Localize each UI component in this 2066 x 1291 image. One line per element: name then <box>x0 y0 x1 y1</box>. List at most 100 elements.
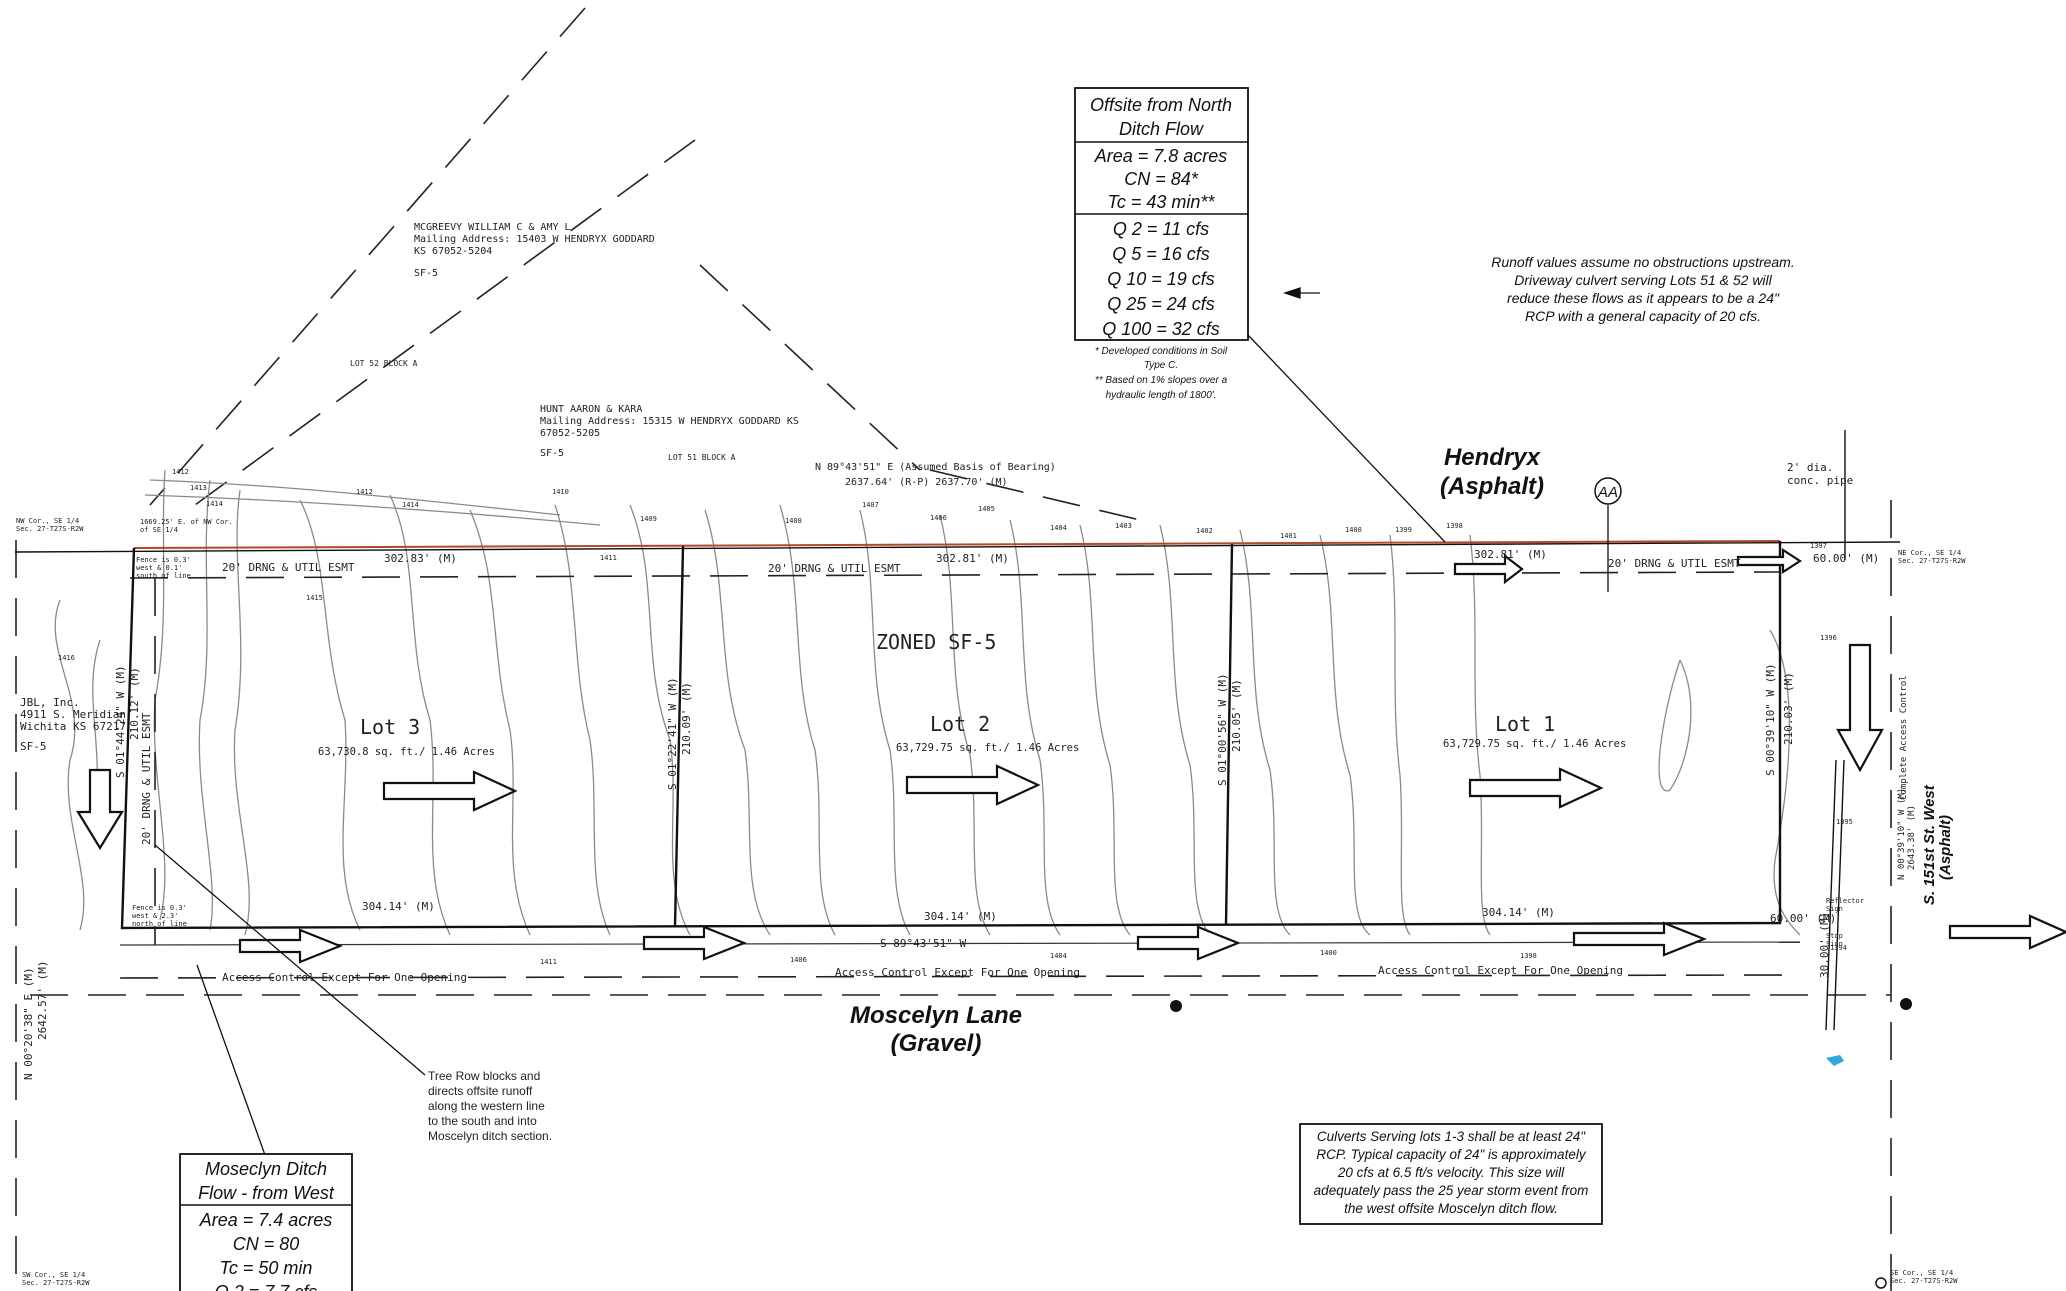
fence-notes-south-2: north of line <box>132 920 187 928</box>
flow-arrow-east-down <box>1836 643 1884 773</box>
lot-1-name: Lot 1 <box>1495 712 1555 736</box>
culvert-note-3: adequately pass the 25 year storm event … <box>1314 1183 1589 1198</box>
lot-3: Lot 3 63,730.8 sq. ft./ 1.46 Acres <box>318 715 495 758</box>
north-flow-note-3: ** Based on 1% slopes over a <box>1095 375 1228 386</box>
north-flow-title-2: Ditch Flow <box>1119 119 1204 139</box>
corners-ne-1: Sec. 27-T27S-R2W <box>1898 557 1966 565</box>
owner-jbl: JBL, Inc. 4911 S. Meridian Wichita KS 67… <box>20 696 126 753</box>
corners-se-1: Sec. 27-T27S-R2W <box>1890 1277 1958 1285</box>
north-flow-area: Area = 7.8 acres <box>1094 146 1228 166</box>
culvert-note-4: the west offsite Moscelyn ditch flow. <box>1344 1201 1558 1216</box>
corner-se: SE Cor., SE 1/4 Sec. 27-T27S-R2W <box>1890 1269 1958 1285</box>
owner-mcgreevy-name: MCGREEVY WILLIAM C & AMY L <box>414 222 571 233</box>
bearing-west-lot3: S 01°44'24" W (M) <box>114 665 127 778</box>
contours-20: 1396 <box>1820 634 1837 642</box>
tree-row-note-4: Moscelyn ditch section. <box>428 1129 552 1143</box>
owner-hunt: HUNT AARON & KARA Mailing Address: 15315… <box>540 404 799 459</box>
contours-12: 1404 <box>1050 952 1067 960</box>
stop-sign: Stop Sign <box>1826 932 1843 948</box>
road-s151: S. 151st St. West (Asphalt) <box>1921 784 1954 905</box>
dim-row-southeast: 60.00' (M) <box>1770 912 1836 925</box>
dim-north-lot3: 302.83' (M) <box>384 552 457 565</box>
runoff-note-0: Runoff values assume no obstructions ups… <box>1491 254 1795 270</box>
flow-arrows <box>76 547 2066 964</box>
contours-16: 1400 <box>1345 526 1362 534</box>
culvert-note-0: Culverts Serving lots 1-3 shall be at le… <box>1317 1129 1586 1144</box>
bearing-west-section-length: 2642.57' (M) <box>36 961 49 1040</box>
road-moscelyn-name: Moscelyn Lane <box>850 1002 1022 1029</box>
lot-3-area: 63,730.8 sq. ft./ 1.46 Acres <box>318 746 495 758</box>
easement-north-lot1: 20' DRNG & UTIL ESMT <box>1608 557 1741 570</box>
north-flow-note-4: hydraulic length of 1800'. <box>1106 390 1217 401</box>
contours-18: 1398 <box>1446 522 1463 530</box>
complete-access-control: Complete Access Control <box>1899 675 1909 800</box>
bearing-lot3-lot2: S 01°22'41" W (M) <box>666 677 679 790</box>
bearing-basis: N 89°43'51" E (Assumed Basis of Bearing) <box>815 462 1056 473</box>
contours-10: 1406 <box>930 514 947 522</box>
road-s151-name: S. 151st St. West <box>1921 784 1938 905</box>
contours-5: 1410 <box>552 488 569 496</box>
road-s151-surface: (Asphalt) <box>1937 815 1954 880</box>
bearing-east: S 00°39'10" W (M) <box>1764 663 1777 776</box>
contours-7: 1409 <box>640 515 657 523</box>
utility-point-2 <box>1900 998 1912 1010</box>
bearing-south: S 89°43'51" W <box>880 937 966 950</box>
reflector-1: Sign <box>1826 905 1843 913</box>
lot52-label: LOT 52 BLOCK A <box>350 359 418 368</box>
north-flow-q100: Q 100 = 32 cfs <box>1102 319 1220 339</box>
stop-sign-0: Stop <box>1826 932 1843 940</box>
corners-sw-1: Sec. 27-T27S-R2W <box>22 1279 90 1287</box>
contours-2: 1414 <box>206 500 223 508</box>
owner-jbl-city: Wichita KS 67217 <box>20 720 126 733</box>
section-marker: AA <box>1594 477 1622 505</box>
owner-jbl-address: 4911 S. Meridian <box>20 708 126 721</box>
contours-18: 1398 <box>1520 952 1537 960</box>
contours-17: 1399 <box>1395 526 1412 534</box>
culvert-note-1: RCP. Typical capacity of 24" is approxim… <box>1316 1147 1586 1162</box>
bearing-west-lot3-length: 210.12' (M) <box>128 667 141 740</box>
runoff-note-1: Driveway culvert serving Lots 51 & 52 wi… <box>1514 272 1772 288</box>
corners-nw-0: NW Cor., SE 1/4 <box>16 517 79 525</box>
access-control-lot2: Access Control Except For One Opening <box>835 966 1080 979</box>
north-flow-q2: Q 2 = 11 cfs <box>1113 219 1209 239</box>
corners-nw-1: Sec. 27-T27S-R2W <box>16 525 84 533</box>
lot-1: Lot 1 63,729.75 sq. ft./ 1.46 Acres <box>1443 712 1626 750</box>
owner-mcgreevy: MCGREEVY WILLIAM C & AMY L Mailing Addre… <box>414 222 655 279</box>
dim-row-south: 30.00' (M) <box>1818 912 1831 978</box>
section-lines <box>14 500 1901 1291</box>
north-flow-callout: Offsite from North Ditch Flow Area = 7.8… <box>1074 87 1249 401</box>
west-flow-callout: Moseclyn Ditch Flow - from West Area = 7… <box>179 1153 353 1291</box>
pipe-note-1: conc. pipe <box>1787 474 1853 487</box>
west-flow-q2: Q 2 = 7.7 cfs <box>215 1282 318 1291</box>
contours-11: 1405 <box>978 505 995 513</box>
bearing-record: 2637.64' (R-P) 2637.70' (M) <box>845 477 1008 488</box>
easement-north-lot2: 20' DRNG & UTIL ESMT <box>768 562 901 575</box>
contours-6: 1411 <box>540 958 557 966</box>
corner-nw: NW Cor., SE 1/4 Sec. 27-T27S-R2W 1669.25… <box>16 517 233 534</box>
flow-arrow-east-exit <box>1948 914 2066 950</box>
road-hendryx-surface: (Asphalt) <box>1440 473 1544 500</box>
north-flow-tc: Tc = 43 min** <box>1108 192 1216 212</box>
dim-south-lot1: 304.14' (M) <box>1482 906 1555 919</box>
fence-notes-north-2: south of line <box>136 572 191 580</box>
flow-arrow-ditch-1 <box>238 928 343 964</box>
dim-row-east: 60.00' (M) <box>1813 552 1879 565</box>
contours-2: 1414 <box>402 501 419 509</box>
west-flow-title-2: Flow - from West <box>198 1183 335 1203</box>
owner-mcgreevy-city: KS 67052-5204 <box>414 246 492 257</box>
bearing-east-section: N 00°39'10" W (M) <box>1897 788 1907 880</box>
north-flow-cn: CN = 84* <box>1124 169 1199 189</box>
bearing-lot2-lot1-length: 210.05' (M) <box>1230 679 1243 752</box>
road-moscelyn-surface: (Gravel) <box>891 1030 982 1057</box>
contours-4: 1416 <box>58 654 75 662</box>
corners-offset-1: of SE 1/4 <box>140 526 178 534</box>
corners-offset-0: 1669.25' E. of NW Cor. <box>140 518 233 526</box>
flow-arrow-lot3 <box>382 770 518 812</box>
owner-hunt-zone: SF-5 <box>540 448 564 459</box>
contours-8: 1408 <box>785 517 802 525</box>
corners-ne-0: NE Cor., SE 1/4 <box>1898 549 1961 557</box>
contours-14: 1402 <box>1196 527 1213 535</box>
pipe-note-0: 2' dia. <box>1787 461 1833 474</box>
contours-1: 1413 <box>190 484 207 492</box>
west-flow-title-1: Moseclyn Ditch <box>205 1159 327 1179</box>
